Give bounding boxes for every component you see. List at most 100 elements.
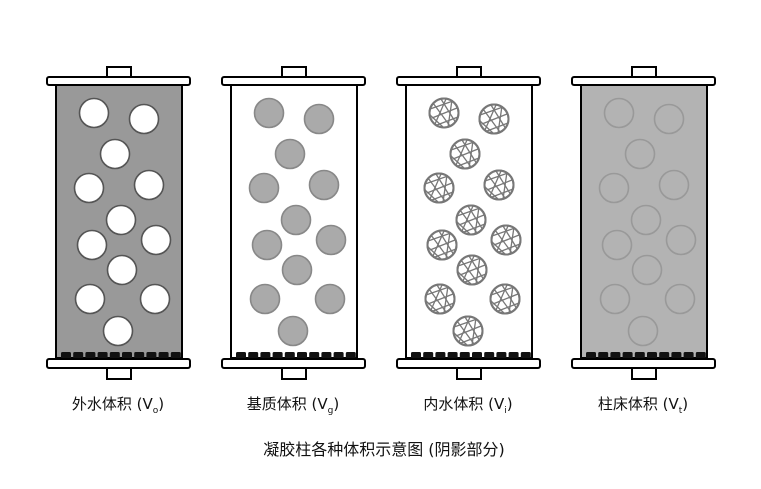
frit-bump [472,352,482,359]
bead [249,283,281,315]
frit-bump [598,352,609,359]
frit-bump [459,352,470,359]
bead [102,315,134,347]
frit-bump [73,352,84,359]
bead [653,103,685,135]
bead [139,283,171,315]
bead [455,204,487,236]
bottom-plate [571,358,716,369]
bead [308,169,340,201]
label-matrix: 基质体积 (Vg) [247,395,339,416]
bead [277,315,309,347]
bead [490,224,522,256]
label-inner-water: 内水体积 (Vi) [423,395,512,416]
bead [280,204,312,236]
bead [489,283,521,315]
column-bed [571,66,716,380]
frit-bump [622,352,633,359]
bead [74,283,106,315]
frit-bump [109,352,120,359]
frit-bump [447,352,458,359]
bead [315,224,347,256]
top-plate [571,76,716,86]
frit-bump [284,352,295,359]
bead [423,172,455,204]
bead [281,254,313,286]
bead [99,138,131,170]
bead [140,224,172,256]
bottom-cap [281,367,307,380]
bead [478,103,510,135]
frit-bump [61,352,71,359]
bead [599,283,631,315]
bead [314,283,346,315]
bead [78,97,110,129]
bead [449,138,481,170]
bead [630,204,662,236]
frit-bump [134,352,145,359]
bead [664,283,696,315]
figure-caption: 凝胶柱各种体积示意图 (阴影部分) [263,440,505,459]
bead [133,169,165,201]
label-outer-water: 外水体积 (Vo) [72,395,164,416]
bead [452,315,484,347]
bead [128,103,160,135]
bottom-cap [631,367,657,380]
column-outer-water [46,66,191,380]
frit-bump [260,352,271,359]
bead [303,103,335,135]
bottom-plate [396,358,541,369]
frit-bump [333,352,344,359]
bead [76,229,108,261]
label-bed: 柱床体积 (Vt) [598,395,688,416]
column-inner-water [396,66,541,380]
bead [601,229,633,261]
frit-bump [647,352,657,359]
bead [624,138,656,170]
frit-bump [146,352,157,359]
frit-bump [634,352,645,359]
frit-bump [85,352,96,359]
top-plate [46,76,191,86]
frit-bump [435,352,446,359]
bead [665,224,697,256]
bead [428,97,460,129]
bottom-cap [106,367,132,380]
bead [456,254,488,286]
frit-bump [158,352,169,359]
bead [483,169,515,201]
frit-bump [272,352,283,359]
bead [73,172,105,204]
bead [424,283,456,315]
bead [105,204,137,236]
frit-bump [345,352,356,359]
bead [253,97,285,129]
bottom-plate [46,358,191,369]
frit-bump [411,352,421,359]
bead [631,254,663,286]
frit-bump [671,352,682,359]
bottom-plate [221,358,366,369]
bottom-cap [456,367,482,380]
frit-bump [695,352,706,359]
bead [627,315,659,347]
bead [251,229,283,261]
frit-bump [236,352,246,359]
frit-bump [423,352,434,359]
frit-bump [508,352,519,359]
frit-bump [683,352,694,359]
bead [106,254,138,286]
bead [248,172,280,204]
frit-bump [610,352,621,359]
frit-bump [97,352,108,359]
top-plate [221,76,366,86]
frit-bump [484,352,495,359]
frit-bump [170,352,181,359]
frit-bump [496,352,507,359]
frit-bump [248,352,259,359]
frit-bump [586,352,596,359]
bead [426,229,458,261]
frit-bump [122,352,132,359]
bead [598,172,630,204]
